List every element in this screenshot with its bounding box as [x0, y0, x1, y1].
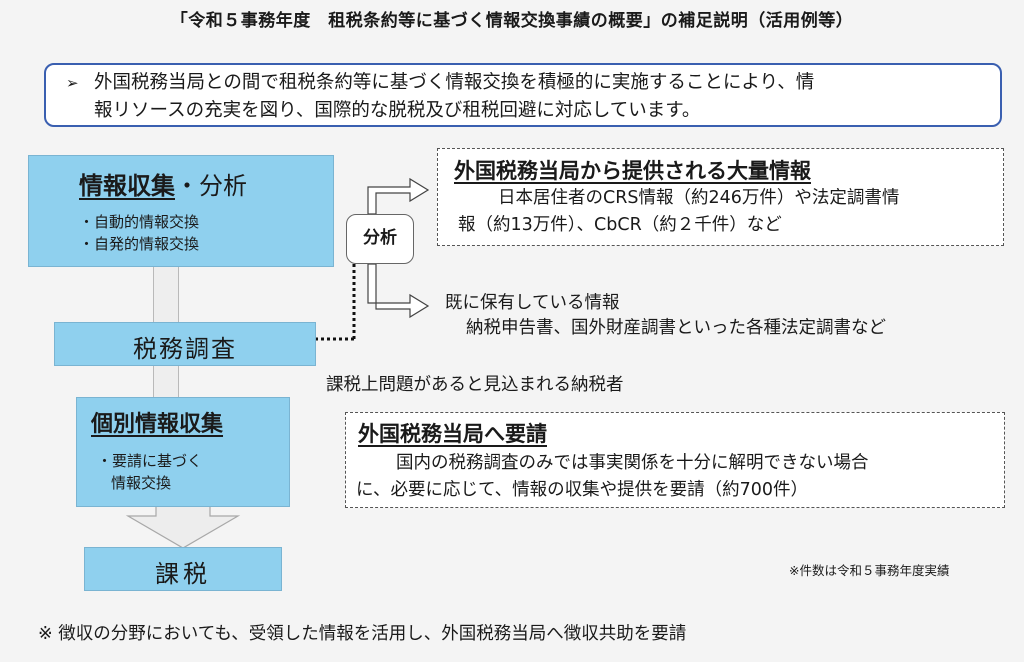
fork-arrow-upper-icon	[367, 177, 430, 215]
existing-info-detail: 納税申告書、国外財産調書といった各種法定調書など	[466, 318, 886, 338]
individual-heading: 個別情報収集	[91, 412, 224, 437]
intro-line-1: ➢外国税務当局との間で租税条約等に基づく情報交換を積極的に実施することにより、情	[66, 69, 980, 97]
individual-collection-box: 個別情報収集 ・要請に基づく 情報交換	[76, 397, 290, 507]
intro-line-2: 報リソースの充実を図り、国際的な脱税及び租税回避に対応しています。	[94, 100, 701, 121]
individual-item-request: ・要請に基づく	[97, 452, 203, 470]
page-title: 「令和５事務年度 租税条約等に基づく情報交換事績の概要」の補足説明（活用例等）	[170, 11, 854, 31]
collect-analyze-box: 情報収集・分析 ・自動的情報交換 ・自発的情報交換	[28, 155, 334, 267]
analysis-label: 分析	[346, 214, 414, 264]
foreign-info-box: 外国税務当局から提供される大量情報 日本居住者のCRS情報（約246万件）や法定…	[437, 148, 1004, 246]
footer-note: ※ 徴収の分野においても、受領した情報を活用し、外国税務当局へ徴収共助を要請	[38, 624, 687, 644]
request-title: 外国税務当局へ要請	[358, 422, 547, 446]
collect-item-spontaneous: ・自発的情報交換	[79, 235, 200, 253]
foreign-info-title: 外国税務当局から提供される大量情報	[454, 159, 811, 183]
down-arrow-icon	[125, 505, 241, 549]
collect-heading: 情報収集・分析	[79, 172, 247, 200]
flow-stem-1	[153, 266, 179, 323]
taxpayer-label: 課税上問題があると見込まれる納税者	[326, 375, 624, 395]
intro-box: ➢外国税務当局との間で租税条約等に基づく情報交換を積極的に実施することにより、情…	[44, 63, 1002, 127]
collect-item-auto: ・自動的情報交換	[79, 213, 200, 231]
foreign-info-body: 日本居住者のCRS情報（約246万件）や法定調書情 報（約13万件）、CbCR（…	[458, 188, 900, 235]
tax-investigation-box: 税務調査	[54, 322, 316, 366]
request-body: 国内の税務調査のみでは事実関係を十分に解明できない場合 に、必要に応じて、情報の…	[356, 453, 869, 500]
request-box: 外国税務当局へ要請 国内の税務調査のみでは事実関係を十分に解明できない場合 に、…	[345, 412, 1005, 508]
individual-item-exchange: 情報交換	[111, 474, 172, 492]
taxation-box: 課税	[84, 547, 282, 591]
flow-stem-2	[153, 365, 179, 398]
existing-info-title: 既に保有している情報	[445, 293, 620, 313]
bullet-icon: ➢	[66, 74, 79, 92]
count-note: ※件数は令和５事務年度実績	[789, 563, 950, 578]
fork-arrow-lower-icon	[367, 263, 430, 319]
